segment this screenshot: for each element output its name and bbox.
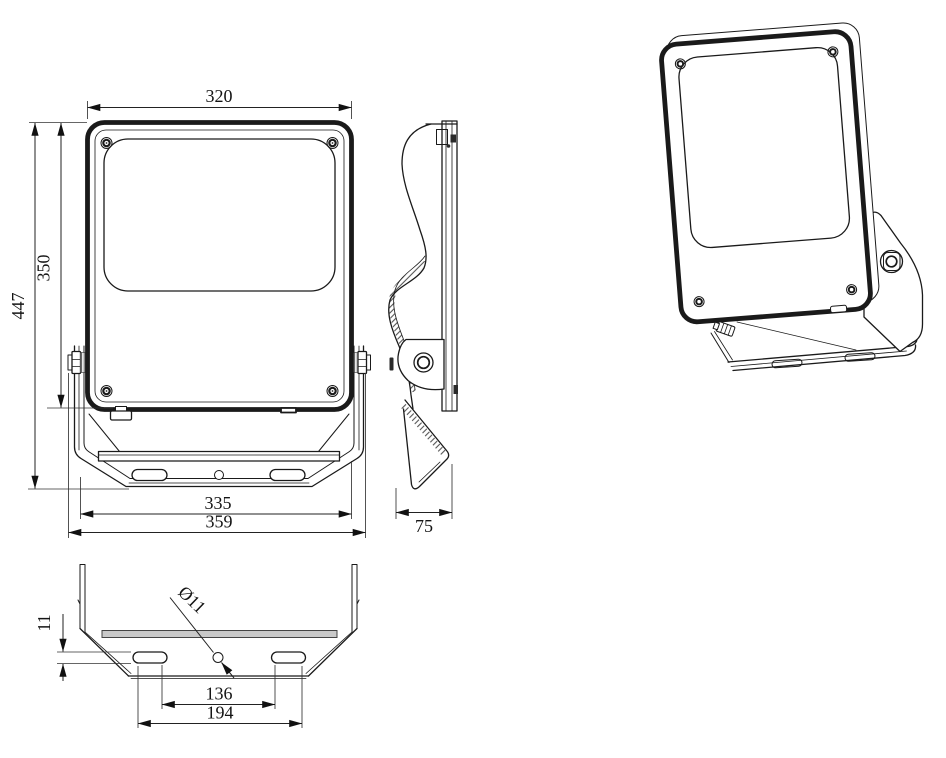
lens-window bbox=[103, 138, 336, 292]
bracket-lip bbox=[97, 450, 341, 462]
perspective-screw-bottom-left bbox=[693, 296, 705, 308]
front-body bbox=[85, 120, 354, 421]
dim-front-height-body: 350 bbox=[34, 255, 54, 282]
bottom-bracket bbox=[77, 564, 360, 679]
bottom-tab-left bbox=[79, 564, 86, 633]
side-dimensions: 75 bbox=[395, 464, 453, 536]
perspective-knob bbox=[879, 249, 904, 274]
bracket-bend-left bbox=[88, 413, 125, 458]
side-pivot-hole-outer bbox=[413, 352, 434, 373]
dim-front-width-overall: 359 bbox=[206, 512, 233, 532]
mount-slot-right bbox=[269, 468, 306, 482]
bottom-lip bbox=[101, 630, 338, 638]
bracket-outline-outer bbox=[73, 345, 365, 488]
perspective-base-shadow-line bbox=[736, 321, 857, 351]
corner-screw-top-right bbox=[326, 137, 339, 149]
perspective-arm bbox=[863, 211, 924, 353]
bottom-tab-right bbox=[351, 564, 358, 633]
dim-front-width-top: 320 bbox=[206, 86, 233, 106]
dim-bottom-slot-width: 11 bbox=[34, 614, 54, 631]
perspective-drain-tab bbox=[829, 304, 848, 314]
perspective-screw-bottom-right bbox=[846, 284, 858, 296]
housing-outline bbox=[85, 120, 354, 412]
dim-front-width-bracket: 335 bbox=[205, 493, 232, 513]
dim-bottom-spacing-outer: 194 bbox=[207, 703, 234, 723]
perspective-housing bbox=[659, 29, 873, 325]
perspective-screw-top-right bbox=[827, 46, 839, 58]
front-dimensions: 320 447 350 335 359 bbox=[8, 86, 366, 538]
drain-tab-front bbox=[280, 407, 297, 414]
side-bolt-nub bbox=[389, 357, 394, 371]
front-bracket bbox=[67, 345, 371, 488]
side-bracket-base bbox=[402, 399, 450, 490]
perspective-screw-top-left bbox=[674, 58, 686, 70]
cable-gland-front bbox=[109, 406, 133, 421]
perspective-view bbox=[659, 22, 924, 372]
dim-bottom-spacing-inner: 136 bbox=[206, 684, 233, 704]
perspective-slot-right bbox=[844, 352, 876, 362]
leader-line-hole bbox=[169, 597, 214, 653]
bottom-dimensions: Ø11 11 136 194 bbox=[34, 582, 303, 728]
perspective-lens bbox=[678, 46, 851, 249]
housing-inner-edge bbox=[94, 129, 345, 403]
bottom-slot-right bbox=[270, 651, 307, 664]
perspective-cable-gland bbox=[712, 321, 736, 337]
side-top-clip bbox=[436, 129, 456, 148]
side-rear-tab bbox=[453, 385, 458, 394]
pivot-bolt-right bbox=[352, 350, 371, 375]
side-pivot-hole-inner bbox=[416, 355, 431, 370]
bottom-view: Ø11 11 136 194 bbox=[34, 564, 360, 728]
dim-front-height-overall: 447 bbox=[8, 293, 28, 320]
side-pivot-plate bbox=[397, 338, 445, 391]
dim-side-depth: 75 bbox=[415, 516, 433, 536]
side-profile bbox=[388, 123, 432, 410]
mount-slot-left bbox=[131, 468, 168, 482]
perspective-slot-left bbox=[771, 358, 803, 369]
bottom-center-hole bbox=[212, 652, 224, 663]
bottom-slot-left bbox=[132, 651, 168, 664]
side-view: 75 bbox=[388, 120, 458, 536]
corner-screw-top-left bbox=[100, 137, 113, 149]
dim-bottom-hole-diameter: Ø11 bbox=[174, 582, 210, 617]
perspective-body bbox=[659, 22, 880, 337]
front-view: 320 447 350 335 359 bbox=[8, 86, 371, 538]
side-base-band bbox=[400, 403, 446, 455]
mount-hole-center bbox=[214, 470, 224, 480]
corner-screw-bottom-left bbox=[100, 385, 113, 397]
bracket-bend-right bbox=[313, 413, 350, 458]
corner-screw-bottom-right bbox=[326, 385, 339, 397]
pivot-bolt-left bbox=[67, 350, 86, 375]
